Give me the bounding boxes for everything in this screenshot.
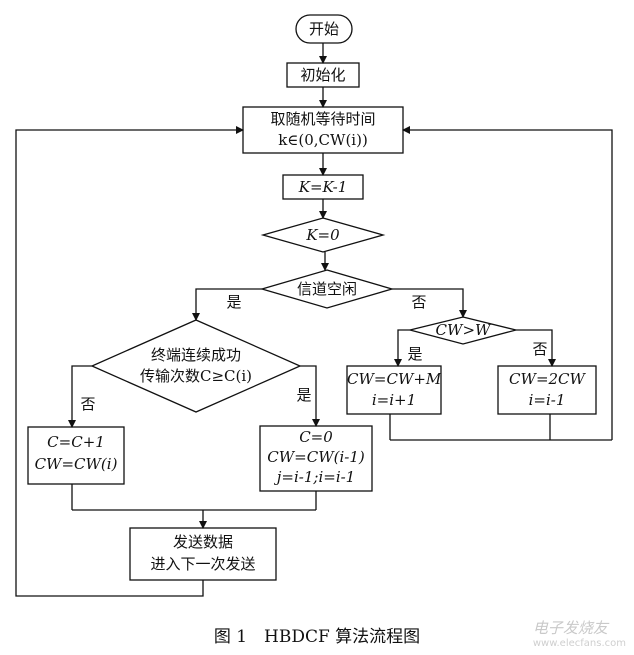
k-zero-label: K=0 [306, 226, 340, 244]
watermark-url: www.elecfans.com [532, 638, 626, 649]
decrement-label: K=K-1 [298, 178, 348, 196]
start-label: 开始 [308, 20, 339, 38]
start-terminal-shape [295, 14, 353, 44]
channel-idle-diamond-shape [259, 269, 395, 309]
watermark-text: 电子发烧友 [532, 619, 608, 637]
consecutive-success-diamond-shape [90, 319, 302, 413]
c-inc-label-2: CW=CW(i) [34, 455, 118, 473]
k-zero-diamond-shape [260, 217, 386, 253]
c-reset-label-2: CW=CW(i-1) [267, 448, 365, 466]
channel-idle-label: 信道空闲 [296, 280, 357, 298]
cw-gt-w-label: CW>W [435, 321, 491, 339]
edge-label-idle-yes: 是 [226, 293, 242, 311]
c-reset-label-3: j=i-1;i=i-1 [276, 468, 356, 486]
edge-label-success-yes: 是 [296, 386, 312, 404]
cw-add-label-2: i=i+1 [371, 391, 417, 409]
edge-label-success-no: 否 [80, 395, 96, 413]
cw-gt-w-diamond-shape [409, 316, 517, 345]
edge-label-cw-no: 否 [532, 340, 548, 358]
cw-add-label-1: CW=CW+M [347, 370, 442, 388]
send-label-1: 发送数据 [172, 533, 233, 551]
random-wait-range-label: k∈(0,CW(i)) [278, 131, 368, 149]
consecutive-success-label-2: 传输次数C≥C(i) [139, 367, 253, 385]
random-wait-label: 取随机等待时间 [270, 110, 376, 128]
c-reset-label-1: C=0 [299, 428, 333, 446]
consecutive-success-label-1: 终端连续成功 [150, 346, 241, 364]
c-inc-label-1: C=C+1 [47, 433, 105, 451]
edge-label-cw-yes: 是 [407, 345, 423, 363]
edge-label-idle-no: 否 [411, 293, 427, 311]
figure-caption: 图 1 HBDCF 算法流程图 [213, 627, 421, 647]
cw-double-label-1: CW=2CW [509, 370, 585, 388]
init-label: 初始化 [300, 66, 346, 84]
cw-double-box-shape [497, 365, 597, 415]
cw-double-label-2: i=i-1 [528, 391, 566, 409]
c-inc-box-shape [27, 426, 125, 485]
watermark-logo: 电子发烧友 www.elecfans.com [533, 617, 626, 649]
send-label-2: 进入下一次发送 [150, 555, 256, 573]
